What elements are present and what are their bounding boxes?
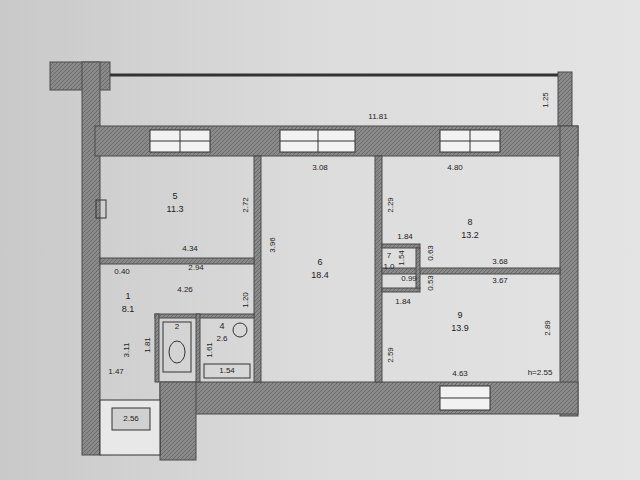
dimension-label: 6 <box>317 258 322 267</box>
dimension-label: 2.59 <box>387 347 395 363</box>
dimension-label: 1.84 <box>397 233 413 241</box>
dimension-label: 3.96 <box>269 237 277 253</box>
dimension-label: 1.25 <box>542 92 550 108</box>
dimension-label: 1.84 <box>395 298 411 306</box>
dimension-label: 11.81 <box>368 113 387 121</box>
dimension-label: 1 <box>125 292 130 301</box>
dimension-label: 2 <box>175 323 179 331</box>
dimension-label: 1.47 <box>108 368 124 376</box>
dimension-label: 3.67 <box>492 277 508 285</box>
dimension-label: 0.63 <box>427 245 435 261</box>
dimension-label: 8 <box>467 218 472 227</box>
dimension-label: 1.54 <box>398 250 406 266</box>
dimension-label: 2.72 <box>242 197 250 213</box>
dimension-label: 2.94 <box>188 264 204 272</box>
dimension-label: 2.6 <box>216 335 227 343</box>
dimension-label: 0.99 <box>401 275 417 283</box>
dimension-label: 1.81 <box>144 337 152 353</box>
dimension-label: 4.26 <box>177 286 193 294</box>
dimension-label: 18.4 <box>311 271 329 280</box>
dimension-label: 4 <box>219 322 224 331</box>
dimension-label: 8.1 <box>122 305 135 314</box>
dimension-label: 1.54 <box>219 367 235 375</box>
dimension-label: 1.20 <box>242 292 250 308</box>
dimension-label: 0.40 <box>114 268 130 276</box>
dimension-label: 4.63 <box>452 370 468 378</box>
dimension-label: 4.80 <box>447 164 463 172</box>
dimension-label: 7 <box>387 252 391 260</box>
dimension-label: 3.68 <box>492 258 508 266</box>
dimension-label: 11.3 <box>167 205 184 214</box>
dimension-label: 13.9 <box>451 324 469 333</box>
dimension-label: h=2.55 <box>528 369 553 377</box>
dimension-label: 2.89 <box>544 320 552 336</box>
dimension-label: 1.0 <box>383 263 394 271</box>
dimension-label: 4.34 <box>182 245 198 253</box>
dimension-label: 9 <box>457 311 462 320</box>
dimension-label: 2.56 <box>123 415 139 423</box>
dimension-label: 5 <box>172 192 177 201</box>
dimension-label: 13.2 <box>461 231 479 240</box>
dimension-label: 1.61 <box>206 342 214 358</box>
dimension-label: 0.53 <box>427 275 435 291</box>
dimension-label: 2.29 <box>387 197 395 213</box>
dimension-label: 3.08 <box>312 164 328 172</box>
dimension-label: 3.11 <box>123 343 131 358</box>
